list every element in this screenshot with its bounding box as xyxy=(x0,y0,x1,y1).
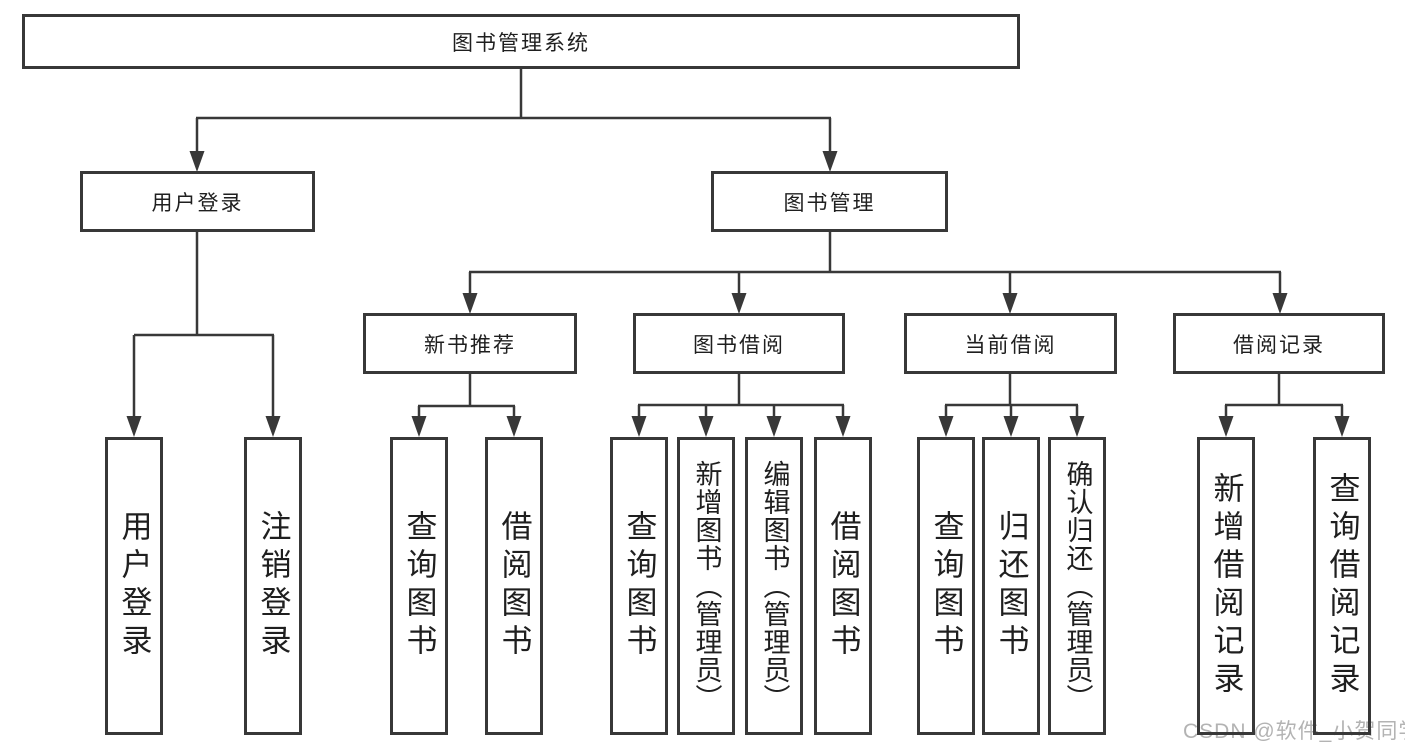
connector-root-to-level2 xyxy=(189,69,838,172)
node-label: 编辑图书（管理员） xyxy=(759,460,790,712)
node-label: 查询借阅记录 xyxy=(1324,472,1360,700)
node-label: 注销登录 xyxy=(255,510,291,662)
node-leaf-borrow-books: 借阅图书 xyxy=(814,437,872,735)
node-leaf-query-books-rec: 查询图书 xyxy=(390,437,448,735)
node-leaf-return-books: 归还图书 xyxy=(982,437,1040,735)
node-leaf-query-borrow-record: 查询借阅记录 xyxy=(1313,437,1371,735)
node-label: 当前借阅 xyxy=(964,333,1057,357)
node-leaf-logout: 注销登录 xyxy=(244,437,302,735)
node-label: 图书借阅 xyxy=(693,333,785,357)
connector-book-borrow-to-leaves xyxy=(631,374,851,437)
node-label: 新书推荐 xyxy=(424,333,516,357)
node-current-borrowing: 当前借阅 xyxy=(904,313,1117,374)
connector-book-mgmt-to-level3 xyxy=(462,232,1288,314)
node-leaf-query-books-borrow: 查询图书 xyxy=(610,437,668,735)
node-leaf-confirm-return-admin: 确认归还（管理员） xyxy=(1048,437,1106,735)
node-leaf-add-books-admin: 新增图书（管理员） xyxy=(677,437,735,735)
node-leaf-add-borrow-record: 新增借阅记录 xyxy=(1197,437,1255,735)
node-label: 归还图书 xyxy=(993,510,1029,662)
node-label: 图书管理系统 xyxy=(452,31,590,55)
node-leaf-user-login: 用户登录 xyxy=(105,437,163,735)
node-label: 查询图书 xyxy=(621,510,657,662)
connector-borrow-records-to-leaves xyxy=(1218,374,1350,437)
node-book-management: 图书管理 xyxy=(711,171,948,232)
node-leaf-edit-books-admin: 编辑图书（管理员） xyxy=(745,437,803,735)
node-library-system-root: 图书管理系统 xyxy=(22,14,1020,69)
node-leaf-query-books-current: 查询图书 xyxy=(917,437,975,735)
node-user-login: 用户登录 xyxy=(80,171,315,232)
csdn-watermark: CSDN @软件_小贺同学 xyxy=(1183,720,1405,743)
connector-current-borrow-to-leaves xyxy=(938,374,1085,437)
node-label: 新增借阅记录 xyxy=(1208,472,1244,700)
node-label: 查询图书 xyxy=(928,510,964,662)
node-borrowing-records: 借阅记录 xyxy=(1173,313,1385,374)
node-label: 新增图书（管理员） xyxy=(691,460,722,712)
node-label: 借阅图书 xyxy=(496,510,532,662)
node-new-book-recommendation: 新书推荐 xyxy=(363,313,577,374)
node-leaf-borrow-books-rec: 借阅图书 xyxy=(485,437,543,735)
connector-user-login-to-leaves xyxy=(126,232,281,437)
node-label: 借阅图书 xyxy=(825,510,861,662)
node-label: 图书管理 xyxy=(783,191,876,215)
node-label: 借阅记录 xyxy=(1233,333,1325,357)
node-label: 确认归还（管理员） xyxy=(1062,460,1093,712)
connector-new-book-rec-to-leaves xyxy=(411,374,522,437)
node-book-borrowing: 图书借阅 xyxy=(633,313,845,374)
node-label: 用户登录 xyxy=(151,191,244,215)
node-label: 查询图书 xyxy=(401,510,437,662)
node-label: 用户登录 xyxy=(116,510,152,662)
